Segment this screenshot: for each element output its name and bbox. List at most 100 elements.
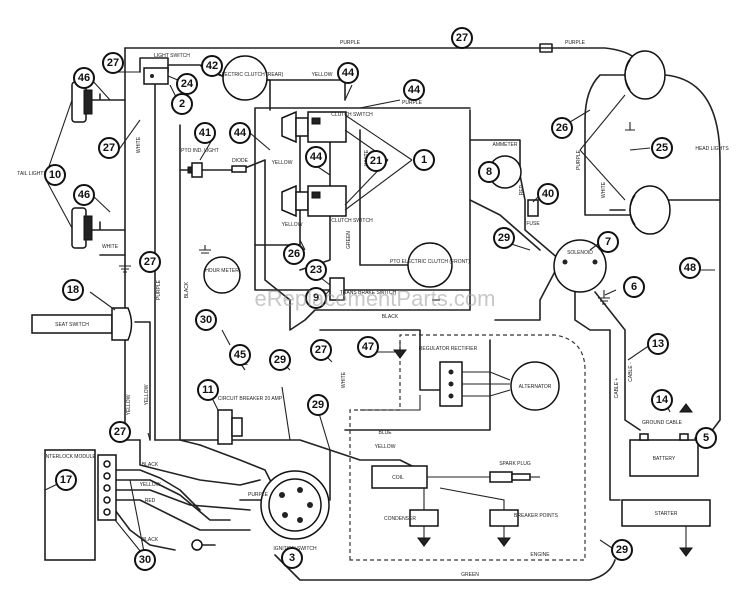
wire-red-c: RED bbox=[519, 184, 525, 195]
hour-meter bbox=[203, 256, 241, 294]
callout-27-left: 27 bbox=[98, 137, 120, 159]
svg-text:27: 27 bbox=[114, 426, 126, 438]
head-lights-label: HEAD LIGHTS bbox=[695, 146, 729, 152]
clutch-switch-bottom bbox=[281, 184, 347, 218]
wire-black-c: BLACK bbox=[142, 462, 159, 468]
svg-text:8: 8 bbox=[486, 166, 492, 178]
callout-10: 10 bbox=[44, 164, 66, 186]
ignition-switch bbox=[260, 470, 330, 540]
callout-17: 17 bbox=[55, 469, 77, 491]
wire-color-labels: PURPLE PURPLE PURPLE PURPLE PURPLE PURPL… bbox=[102, 40, 607, 578]
engine-label: ENGINE bbox=[530, 552, 550, 558]
callout-27-mid: 27 bbox=[139, 251, 161, 273]
svg-text:9: 9 bbox=[313, 292, 319, 304]
callout-47: 47 bbox=[357, 336, 379, 358]
callout-27-lower: 27 bbox=[310, 339, 332, 361]
callout-44-d: 44 bbox=[305, 146, 327, 168]
watermark: eReplacementParts.com bbox=[255, 286, 496, 311]
svg-text:42: 42 bbox=[206, 60, 218, 72]
callout-46-bottom: 46 bbox=[73, 184, 95, 206]
svg-text:5: 5 bbox=[703, 432, 709, 444]
solenoid bbox=[553, 239, 607, 293]
starter-label: STARTER bbox=[655, 511, 678, 517]
wire-black-a: BLACK bbox=[184, 281, 190, 298]
wire-red-b: RED bbox=[145, 498, 156, 504]
wire-yellow-d: YELLOW bbox=[126, 394, 132, 415]
svg-text:25: 25 bbox=[656, 142, 668, 154]
svg-text:48: 48 bbox=[684, 262, 696, 274]
spark-plug bbox=[489, 471, 540, 483]
callout-9: 9 bbox=[305, 287, 327, 309]
engine-enclosure bbox=[349, 334, 586, 561]
callout-3: 3 bbox=[281, 547, 303, 569]
callout-11: 11 bbox=[197, 379, 219, 401]
callout-26-right: 26 bbox=[551, 117, 573, 139]
svg-text:17: 17 bbox=[60, 474, 72, 486]
svg-text:18: 18 bbox=[67, 284, 79, 296]
svg-text:23: 23 bbox=[310, 264, 322, 276]
wire-yellow-f: YELLOW bbox=[375, 444, 396, 450]
svg-text:44: 44 bbox=[408, 84, 421, 96]
light-switch-label: LIGHT SWITCH bbox=[154, 53, 190, 59]
callout-44-a: 44 bbox=[229, 122, 251, 144]
callout-27-bottom: 27 bbox=[109, 421, 131, 443]
clutch-switch-top-label: CLUTCH SWITCH bbox=[331, 112, 373, 118]
circuit-breaker-label: CIRCUIT BREAKER 20 AMP bbox=[218, 396, 283, 402]
svg-text:41: 41 bbox=[199, 127, 211, 139]
callout-23: 23 bbox=[305, 259, 327, 281]
callout-30-bottom: 30 bbox=[134, 549, 156, 571]
svg-text:44: 44 bbox=[234, 127, 247, 139]
battery bbox=[629, 433, 699, 477]
seat-switch-label: SEAT SWITCH bbox=[55, 322, 89, 328]
callout-29-c: 29 bbox=[611, 539, 633, 561]
callout-14: 14 bbox=[651, 389, 673, 411]
svg-text:27: 27 bbox=[144, 256, 156, 268]
wire-green-a: GREEN bbox=[346, 231, 352, 249]
svg-text:27: 27 bbox=[103, 142, 115, 154]
wire-black-d: BLACK bbox=[142, 537, 159, 543]
fuse bbox=[527, 199, 539, 217]
interlock-module bbox=[44, 449, 117, 561]
regulator-rectifier bbox=[439, 361, 463, 407]
condenser-label: CONDENSER bbox=[384, 516, 416, 522]
callout-46: 46 bbox=[73, 67, 95, 89]
svg-text:27: 27 bbox=[107, 57, 119, 69]
svg-text:1: 1 bbox=[421, 154, 427, 166]
wire-purple-left: PURPLE bbox=[156, 279, 162, 300]
regulator-label: REGULATOR RECTIFIER bbox=[419, 346, 478, 352]
svg-text:45: 45 bbox=[234, 349, 246, 361]
alternator-label: ALTERNATOR bbox=[519, 384, 552, 390]
trans-brake-label: TRANS BRAKE SWITCH bbox=[340, 290, 397, 296]
callout-6: 6 bbox=[623, 276, 645, 298]
diode bbox=[231, 165, 247, 173]
callout-42: 42 bbox=[201, 55, 223, 77]
pto-light-label: PTO IND. LIGHT bbox=[181, 148, 219, 154]
callout-7: 7 bbox=[597, 231, 619, 253]
callout-2: 2 bbox=[171, 93, 193, 115]
callout-25: 25 bbox=[651, 137, 673, 159]
svg-text:10: 10 bbox=[49, 169, 61, 181]
callout-1: 1 bbox=[413, 149, 435, 171]
svg-text:6: 6 bbox=[631, 281, 637, 293]
callout-29-a: 29 bbox=[269, 349, 291, 371]
svg-text:44: 44 bbox=[310, 151, 323, 163]
pto-clutch-rear-label: PTO ELECTRIC CLUTCH (REAR) bbox=[207, 72, 284, 78]
svg-text:3: 3 bbox=[289, 552, 295, 564]
svg-text:21: 21 bbox=[370, 155, 382, 167]
tail-light-bottom bbox=[71, 207, 93, 249]
callout-8: 8 bbox=[478, 161, 500, 183]
callout-26: 26 bbox=[283, 243, 305, 265]
svg-text:30: 30 bbox=[139, 554, 151, 566]
svg-text:44: 44 bbox=[342, 67, 355, 79]
pto-clutch-rear bbox=[222, 55, 268, 101]
svg-text:7: 7 bbox=[605, 236, 611, 248]
callout-27: 27 bbox=[102, 52, 124, 74]
wire-yellow-a: YELLOW bbox=[312, 72, 333, 78]
svg-text:29: 29 bbox=[498, 232, 510, 244]
wire-yellow-b: YELLOW bbox=[272, 160, 293, 166]
battery-label: BATTERY bbox=[653, 456, 676, 462]
clutch-switch-bottom-label: CLUTCH SWITCH bbox=[331, 218, 373, 224]
wire-white-a: WHITE bbox=[136, 136, 142, 153]
svg-text:27: 27 bbox=[315, 344, 327, 356]
tail-lights-label: TAIL LIGHTS bbox=[17, 171, 47, 177]
